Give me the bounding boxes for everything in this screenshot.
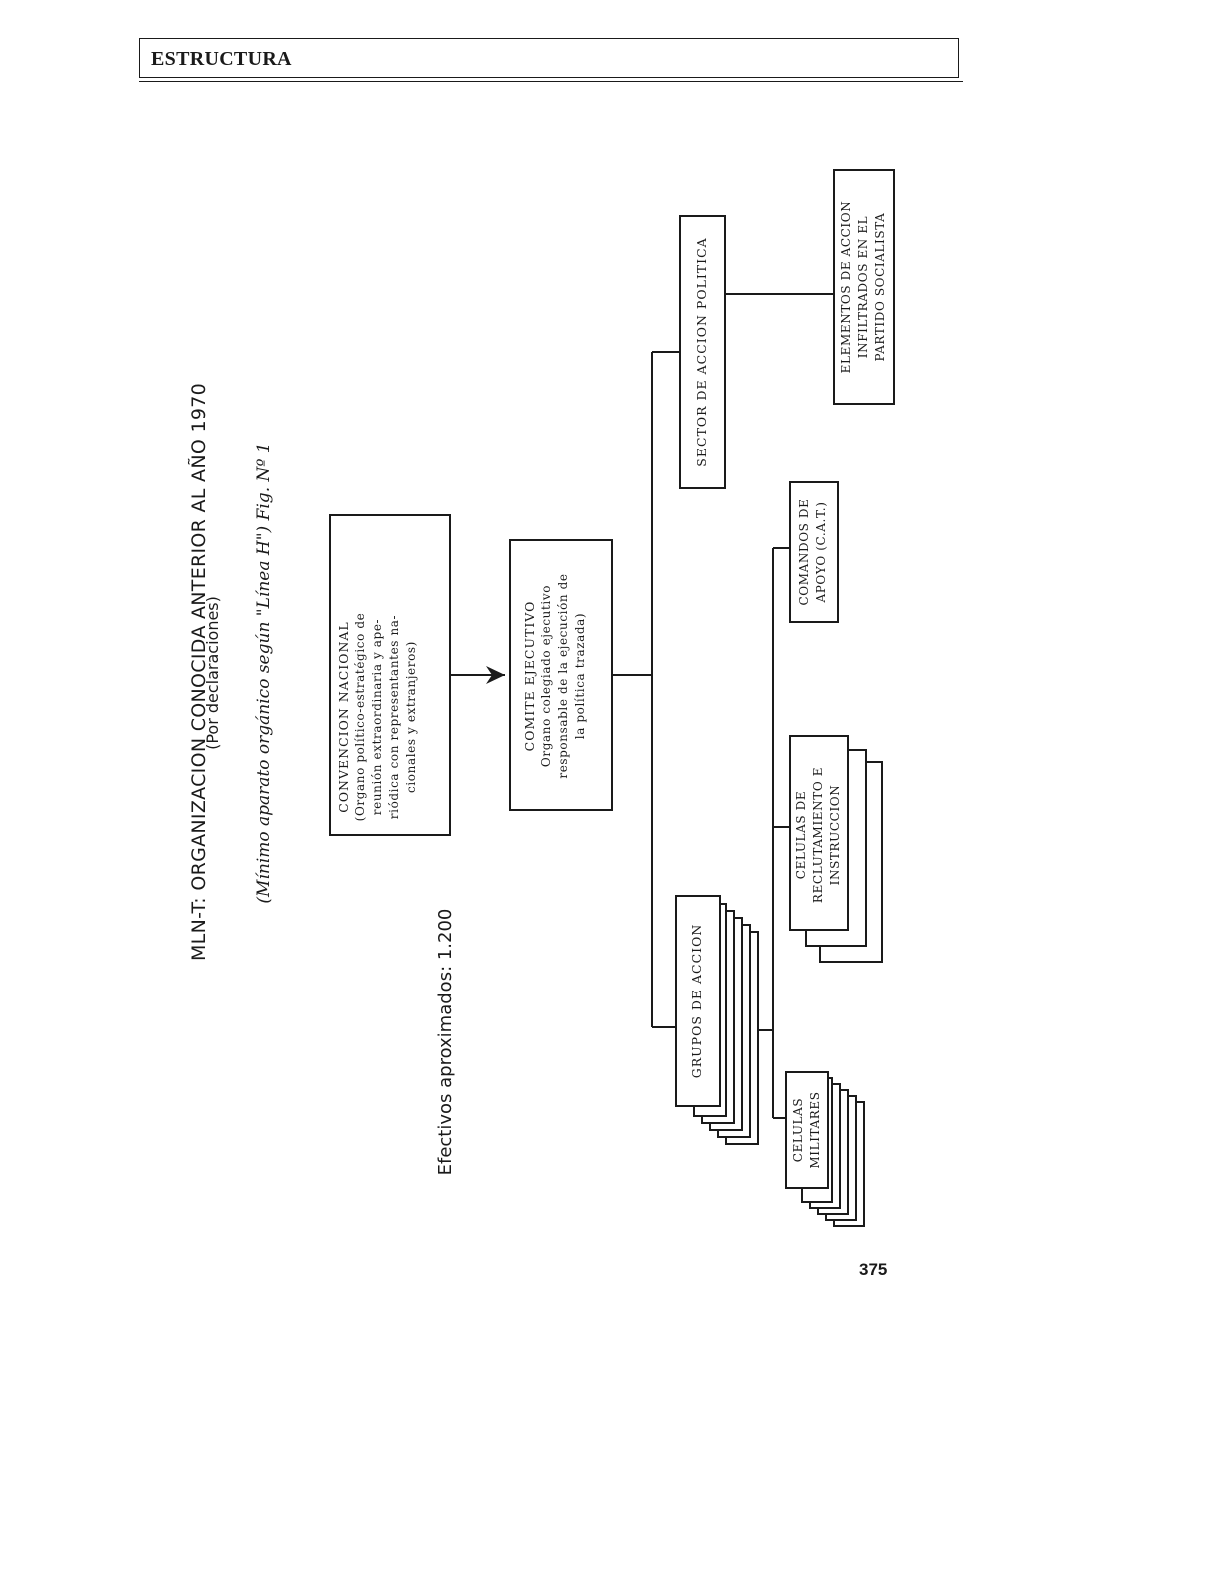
convencion-title: CONVENCION NACIONAL	[336, 621, 351, 813]
comandos-line: COMANDOS DE	[797, 498, 811, 606]
convencion-line: cionales y extranjeros)	[404, 641, 418, 793]
comite-line: Organo colegiado ejecutivo	[539, 584, 553, 768]
comite-title: COMITE EJECUTIVO	[522, 600, 537, 752]
elementos-box	[833, 169, 895, 405]
comandos-line: APOYO (C.A.T.)	[814, 501, 828, 603]
elementos-text: ELEMENTOS DE ACCION INFILTRADOS EN EL PA…	[838, 175, 890, 399]
page-number: 375	[859, 1260, 888, 1279]
comite-text: COMITE EJECUTIVO Organo colegiado ejecut…	[521, 541, 601, 811]
sector-label: SECTOR DE ACCION POLITICA	[694, 237, 709, 467]
section-header-label: ESTRUCTURA	[151, 48, 292, 70]
comandos-text: COMANDOS DE APOYO (C.A.T.)	[796, 487, 832, 617]
reclutamiento-box	[789, 735, 849, 931]
arrow-head-icon	[486, 666, 505, 684]
grupos-box	[675, 895, 721, 1107]
convencion-line: riódica con representantes na-	[387, 614, 401, 820]
comite-line: la política trazada)	[573, 612, 587, 740]
grupos-text: GRUPOS DE ACCION	[688, 901, 706, 1101]
reclutamiento-line: INSTRUCCION	[828, 784, 842, 886]
comite-line: responsable de la ejecución de	[556, 573, 570, 779]
elementos-line: INFILTRADOS EN EL	[856, 215, 870, 359]
convencion-line: (Organo político-estratégico de	[353, 612, 367, 822]
reclutamiento-line: CELULAS DE	[794, 790, 808, 880]
elementos-line: ELEMENTOS DE ACCION	[839, 200, 853, 374]
convencion-text: CONVENCION NACIONAL (Organo político-est…	[335, 557, 445, 877]
sector-text: SECTOR DE ACCION POLITICA	[693, 222, 711, 482]
reclutamiento-text: CELULAS DE RECLUTAMIENTO E INSTRUCCION	[793, 751, 845, 919]
reclutamiento-line: RECLUTAMIENTO E	[811, 766, 825, 904]
elementos-line: PARTIDO SOCIALISTA	[873, 212, 887, 362]
convencion-box	[329, 514, 451, 836]
grupos-label: GRUPOS DE ACCION	[689, 923, 704, 1079]
militares-box	[785, 1071, 829, 1189]
sector-box	[679, 215, 726, 489]
convencion-line: reunión extraordinaria y ape-	[370, 618, 384, 816]
militares-text: CELULAS MILITARES	[790, 1077, 826, 1183]
militares-line: CELULAS	[791, 1097, 805, 1163]
militares-line: MILITARES	[808, 1091, 822, 1169]
comandos-box	[789, 481, 839, 623]
section-header: ESTRUCTURA	[139, 38, 959, 78]
comite-box	[509, 539, 613, 811]
header-rule	[139, 81, 963, 82]
